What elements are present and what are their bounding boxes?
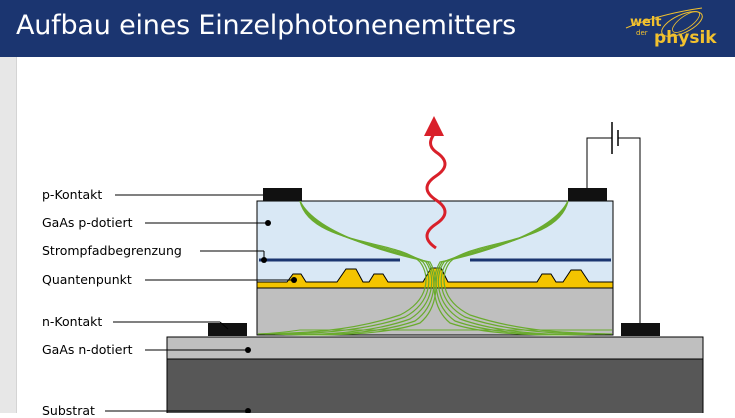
label-gaas-p: GaAs p-dotiert [42, 215, 133, 230]
photon-arrow-icon [424, 116, 444, 136]
left-sidebar-strip [0, 57, 17, 413]
label-quantum-dot: Quantenpunkt [42, 272, 132, 287]
welt-der-physik-logo: welt der physik [620, 4, 730, 54]
page-title: Aufbau eines Einzelphotonenemitters [16, 10, 516, 41]
current-paths [257, 200, 613, 336]
gaas-n-layer [166, 336, 704, 360]
logo-text-physik: physik [654, 28, 717, 48]
label-substrate: Substrat [42, 403, 95, 418]
logo-text-welt: welt [630, 15, 662, 30]
label-current-aperture: Strompfadbegrenzung [42, 243, 182, 258]
header-bar: Aufbau eines Einzelphotonenemitters welt… [0, 0, 735, 57]
battery-circuit [586, 122, 641, 323]
photon-wave-icon [425, 133, 447, 250]
label-p-contact: p-Kontakt [42, 187, 103, 202]
substrate-layer [166, 358, 704, 413]
label-n-contact: n-Kontakt [42, 314, 103, 329]
p-contact-left [263, 188, 302, 201]
n-contact-right [621, 323, 660, 336]
logo-text-der: der [636, 29, 648, 37]
leader-lines [105, 194, 292, 412]
p-contact-right [568, 188, 607, 201]
label-gaas-n: GaAs n-dotiert [42, 342, 133, 357]
n-contact-left [208, 323, 247, 336]
logo-orbit-icon [625, 7, 703, 37]
leader-dots [245, 220, 297, 413]
